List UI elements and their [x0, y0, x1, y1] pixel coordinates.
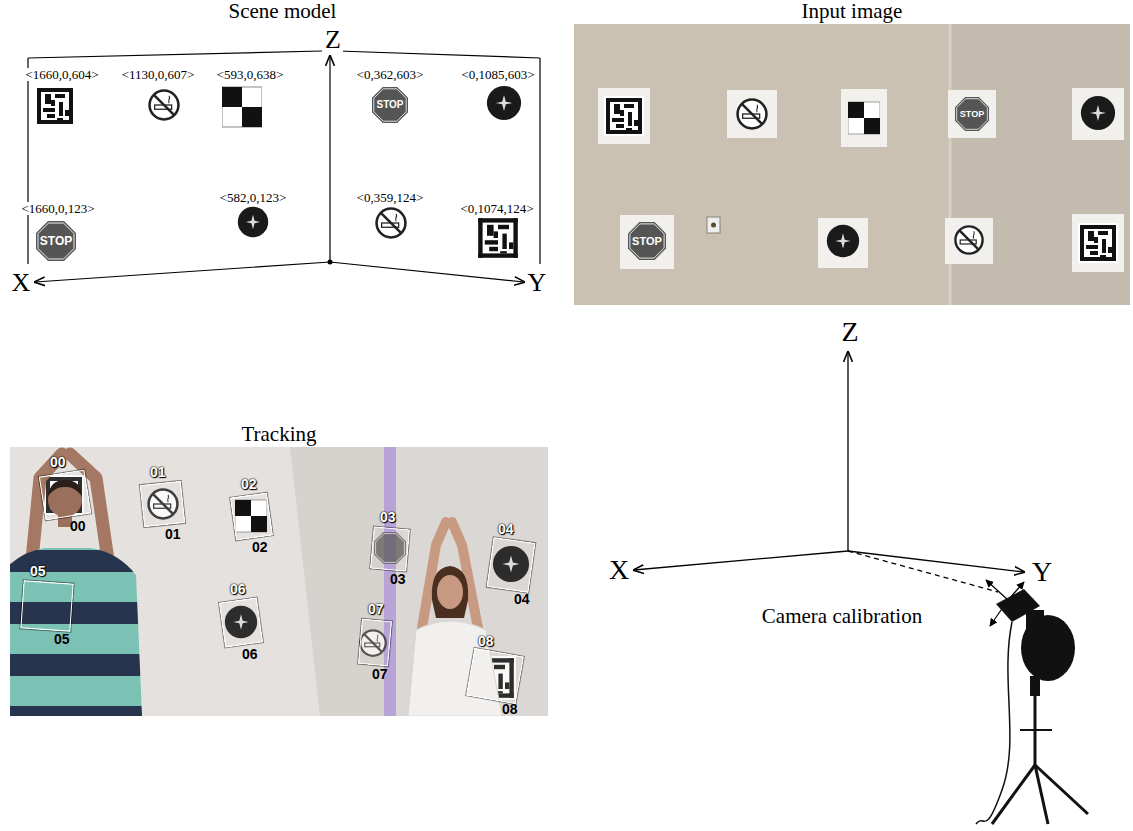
- sign-text: STOP: [960, 110, 984, 119]
- axis-label: Y: [526, 270, 549, 296]
- tracking-box: 0000: [42, 473, 88, 517]
- track-id: 05: [30, 564, 46, 578]
- axis-label: X: [609, 556, 629, 584]
- axis-label: Y: [1032, 558, 1052, 586]
- coordinate-label: <1130,0,607>: [120, 68, 197, 81]
- sign-text: STOP: [632, 236, 662, 247]
- figure-panel: Scene model: [10, 0, 555, 305]
- figure-panel: Tracking00000101020203030404050506060707…: [10, 447, 548, 716]
- track-id: 06: [230, 582, 246, 596]
- track-id: 07: [368, 602, 384, 616]
- tracking-box: 0202: [233, 495, 270, 538]
- tracking-photo: [10, 447, 548, 716]
- panel-heading: Input image: [802, 1, 903, 22]
- tracking-box: 0606: [222, 600, 260, 645]
- track-id: 04: [514, 592, 530, 606]
- track-outline: [140, 481, 185, 527]
- track-outline: [230, 493, 273, 541]
- track-id: 01: [150, 465, 166, 479]
- track-id: 08: [478, 634, 494, 648]
- panel-heading: Scene model: [229, 1, 337, 22]
- tracking-box: 0808: [470, 652, 520, 700]
- axis-label: Z: [323, 27, 343, 53]
- track-id: 08: [502, 702, 518, 716]
- coordinate-label: <593,0,638>: [215, 68, 286, 81]
- track-id: 06: [242, 647, 258, 661]
- track-id: 03: [390, 572, 406, 586]
- track-outline: [219, 598, 263, 648]
- coordinate-label: <0,362,603>: [355, 68, 426, 81]
- panel-heading: Tracking: [241, 424, 316, 445]
- coordinate-label: <0,1074,124>: [458, 202, 535, 215]
- tracking-box: 0303: [372, 528, 408, 570]
- coordinate-label: <0,359,124>: [355, 191, 426, 204]
- track-id: 05: [54, 632, 70, 646]
- panel-heading: Camera calibration: [762, 606, 922, 627]
- track-outline: [39, 470, 91, 521]
- input-photo: [574, 24, 1130, 305]
- track-outline: [358, 619, 392, 666]
- tracking-box: 0101: [142, 483, 183, 525]
- track-id: 00: [70, 519, 86, 533]
- tracking-box: 0707: [360, 620, 390, 665]
- track-id: 00: [50, 455, 66, 469]
- track-outline: [370, 527, 410, 572]
- tracking-box: 0505: [22, 582, 72, 630]
- sign-text: STOP: [376, 100, 403, 110]
- coordinate-label: <1660,0,604>: [23, 68, 100, 81]
- coordinate-label: <582,0,123>: [218, 191, 289, 204]
- track-id: 02: [241, 477, 257, 491]
- track-id: 07: [372, 667, 388, 681]
- tracking-box: 0404: [490, 540, 532, 590]
- track-id: 01: [165, 527, 181, 541]
- track-id: 04: [498, 522, 514, 536]
- sign-text: STOP: [40, 235, 72, 247]
- coordinate-label: <1660,0,123>: [19, 202, 96, 215]
- axis-label: X: [10, 270, 33, 296]
- track-outline: [487, 537, 536, 592]
- track-id: 02: [252, 540, 268, 554]
- track-outline: [20, 580, 73, 631]
- coordinate-label: <0,1085,603>: [459, 68, 536, 81]
- track-id: 03: [380, 510, 396, 524]
- axis-label: Z: [841, 318, 858, 346]
- figure-panel: Input image: [574, 24, 1130, 305]
- track-outline: [466, 648, 524, 704]
- scene-model-drawing: [28, 51, 540, 282]
- calibration-drawing: [634, 352, 1088, 824]
